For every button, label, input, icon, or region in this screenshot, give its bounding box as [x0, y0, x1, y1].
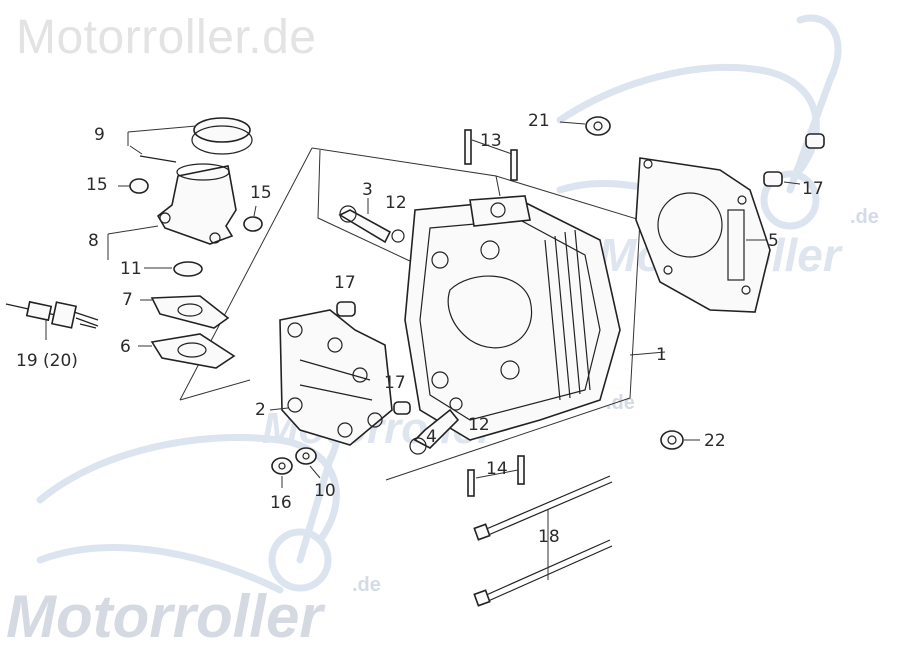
callout-12-top: 12 [385, 193, 407, 213]
callout-1: 1 [656, 345, 667, 365]
intake-manifold [107, 117, 253, 260]
dowel-17-center [393, 401, 411, 415]
callout-9: 9 [94, 125, 105, 145]
dowel-17-right-a [763, 171, 783, 187]
nut-15-left [118, 178, 149, 194]
head-gasket [635, 157, 771, 313]
callout-15-left: 15 [86, 175, 108, 195]
callout-13: 13 [480, 131, 502, 151]
callout-15-right: 15 [250, 183, 272, 203]
o-ring-12-bottom [449, 397, 463, 411]
watermark-mid-center-suffix: .de [606, 392, 635, 414]
spark-plug [5, 300, 99, 340]
callout-5: 5 [768, 231, 779, 251]
callout-2: 2 [255, 400, 266, 420]
bolts-18 [473, 475, 613, 607]
studs-14 [467, 455, 525, 497]
leader-17-right [783, 181, 801, 185]
callout-22: 22 [704, 431, 726, 451]
nut-15-right [243, 205, 263, 232]
washer-10 [295, 447, 321, 479]
o-ring-12-top [391, 229, 405, 243]
callout-16: 16 [270, 493, 292, 513]
callout-21: 21 [528, 111, 550, 131]
callout-17-right: 17 [802, 179, 824, 199]
callout-3: 3 [362, 180, 373, 200]
rocker-holder [269, 309, 393, 446]
callout-8: 8 [88, 231, 99, 251]
callout-6: 6 [120, 337, 131, 357]
dowel-17-left [336, 301, 356, 317]
cylinder-head [404, 195, 666, 441]
watermark-bottom: Motorroller [6, 583, 323, 650]
watermark-bottom-suffix: .de [352, 574, 381, 596]
callout-14: 14 [486, 459, 508, 479]
callout-19: 19 (20) [16, 351, 78, 371]
watermark-mid-right-suffix: .de [850, 206, 879, 228]
callout-11: 11 [120, 259, 142, 279]
o-ring-11 [144, 261, 203, 277]
part-4-valve [409, 408, 460, 455]
scooter-logo-watermark-left [36, 394, 342, 594]
nut-21 [559, 116, 611, 136]
callout-17-left: 17 [334, 273, 356, 293]
callout-10: 10 [314, 481, 336, 501]
part-3-valve [338, 198, 392, 244]
callout-7: 7 [122, 290, 133, 310]
callout-18: 18 [538, 527, 560, 547]
gasket-7 [140, 295, 230, 329]
callout-4: 4 [426, 427, 437, 447]
watermark-top: Motorroller.de [16, 11, 317, 64]
gasket-6 [138, 333, 236, 369]
callout-12-bottom: 12 [468, 415, 490, 435]
nut-16 [271, 457, 293, 488]
studs-13 [464, 129, 518, 181]
nut-22 [660, 430, 700, 450]
dowel-17-right-b [805, 133, 825, 149]
callout-17-center: 17 [384, 373, 406, 393]
